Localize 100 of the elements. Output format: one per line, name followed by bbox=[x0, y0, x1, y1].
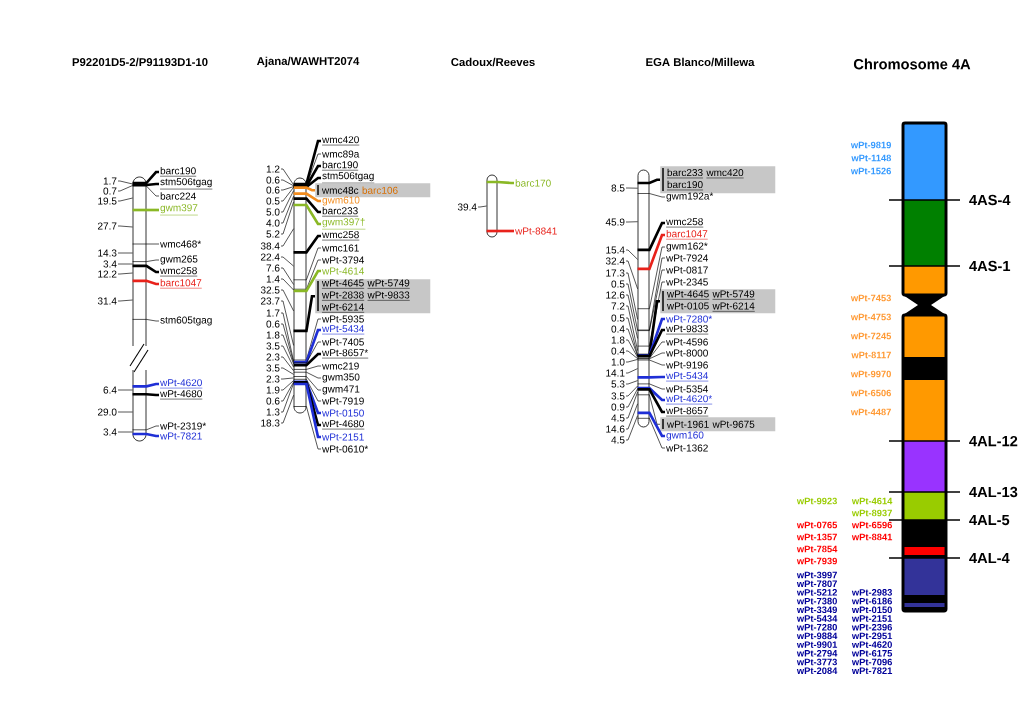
leader-line bbox=[637, 317, 665, 357]
marker-label: wPt-8117 bbox=[851, 351, 891, 359]
marker-label: wmc258 bbox=[321, 231, 360, 241]
leader-line bbox=[637, 221, 665, 252]
leader-line bbox=[625, 283, 638, 331]
marker-label: wPt-4680 bbox=[321, 420, 365, 430]
marker-label: wPt-3794 bbox=[322, 256, 364, 264]
leader-line bbox=[117, 431, 133, 433]
distance-label: 14.6 bbox=[606, 425, 625, 433]
leader-line bbox=[280, 367, 294, 375]
leader-line bbox=[280, 323, 294, 363]
marker-label: wPt-2396 bbox=[851, 623, 892, 631]
distance-label: 1.7 bbox=[266, 309, 280, 317]
leader-line bbox=[132, 208, 159, 212]
marker-label: wPt-2794 bbox=[796, 650, 838, 657]
marker-label: wPt-5935 bbox=[322, 315, 364, 323]
distance-label: 8.5 bbox=[611, 184, 625, 192]
distance-label: 0.7 bbox=[103, 187, 117, 195]
marker-label: wPt-1148 bbox=[851, 154, 892, 162]
marker-label: gwm610 bbox=[322, 196, 360, 206]
distance-label: 7.2 bbox=[611, 302, 625, 310]
distance-label: 32.4 bbox=[605, 257, 625, 265]
leader-line bbox=[280, 195, 294, 224]
leader-line bbox=[132, 382, 159, 388]
leader-line bbox=[637, 387, 665, 414]
region-label: 4AL-12 bbox=[969, 435, 1018, 447]
marker-label: wPt-0765 bbox=[796, 521, 838, 529]
leader-line bbox=[625, 403, 638, 430]
marker-label: wPt-8657* bbox=[321, 349, 369, 359]
marker-label: gwm162* bbox=[666, 242, 708, 252]
marker-label: gwm192a* bbox=[666, 192, 714, 202]
marker-label: barc190 bbox=[159, 167, 197, 177]
chromosome-bar bbox=[637, 169, 650, 428]
leader-line bbox=[132, 182, 159, 187]
distance-label: 17.3 bbox=[606, 269, 625, 277]
distance-label: 1.3 bbox=[266, 408, 280, 416]
leader-line bbox=[280, 267, 294, 285]
leader-line bbox=[293, 247, 322, 281]
distance-label: 1.7 bbox=[103, 177, 117, 185]
leader-line bbox=[637, 359, 666, 366]
marker-label: wPt-7854 bbox=[796, 545, 838, 553]
leader-line bbox=[132, 432, 159, 438]
distance-label: 0.4 bbox=[611, 347, 625, 355]
distance-label: 12.6 bbox=[606, 291, 625, 299]
marker-label: wPt-9819 bbox=[850, 141, 891, 149]
leader-line bbox=[117, 389, 133, 391]
leader-line bbox=[132, 259, 160, 262]
leader-line bbox=[280, 381, 294, 402]
marker-label: wPt-7807 bbox=[796, 580, 837, 587]
leader-line bbox=[293, 203, 321, 226]
marker-label: wPt-3997 bbox=[796, 571, 837, 579]
leader-line bbox=[293, 294, 315, 333]
marker-label: gwm397 bbox=[159, 204, 199, 216]
leader-line bbox=[280, 382, 294, 413]
leader-line bbox=[637, 246, 666, 310]
marker-label: wPt-9833 bbox=[665, 325, 709, 335]
distance-label: 3.5 bbox=[266, 342, 280, 350]
marker-label: gwm265 bbox=[160, 255, 198, 265]
distance-label: 0.6 bbox=[266, 397, 280, 405]
leader-line bbox=[637, 417, 666, 449]
leader-line bbox=[293, 376, 322, 391]
leader-line bbox=[132, 170, 159, 185]
distance-label: 22.4 bbox=[261, 253, 280, 261]
distance-label: 0.5 bbox=[266, 197, 280, 205]
marker-label: wmc258 bbox=[159, 267, 198, 277]
leader-line bbox=[293, 164, 321, 188]
marker-label: wPt-4614 bbox=[322, 267, 364, 275]
marker-label: barc190 bbox=[321, 161, 359, 171]
leader-line bbox=[625, 328, 638, 357]
marker-label: wPt-6186 bbox=[851, 597, 892, 605]
leader-line bbox=[117, 185, 133, 192]
leader-line bbox=[280, 300, 294, 346]
leader-line bbox=[625, 260, 638, 290]
distance-label: 3.4 bbox=[103, 260, 117, 268]
leader-line bbox=[293, 259, 322, 290]
distance-label: 14.3 bbox=[98, 249, 117, 257]
marker-label: wPt-7919 bbox=[322, 397, 364, 405]
marker-label: wPt-5434 bbox=[321, 325, 365, 335]
marker-label: wPt-8937 bbox=[851, 509, 892, 517]
leader-line bbox=[637, 386, 665, 402]
distance-label: 45.9 bbox=[605, 218, 625, 226]
marker-label: wPt-3349 bbox=[796, 606, 837, 614]
distance-label: 1.8 bbox=[611, 336, 625, 344]
marker-label: wPt-2951 bbox=[851, 632, 893, 640]
leader-line bbox=[280, 380, 294, 391]
marker-label: wPt-4753 bbox=[850, 313, 891, 321]
distance-label: 3.4 bbox=[103, 428, 117, 436]
distance-label: 4.5 bbox=[611, 436, 625, 444]
leader-line bbox=[117, 263, 133, 265]
marker-label: wPt-4620 bbox=[159, 379, 203, 389]
leader-line bbox=[625, 221, 638, 223]
distance-label: 7.6 bbox=[266, 264, 280, 272]
distance-label: 5.3 bbox=[611, 380, 625, 388]
marker-label: barc1047 bbox=[665, 230, 709, 240]
distance-label: 18.3 bbox=[261, 419, 280, 427]
region-label: 4AL-4 bbox=[969, 552, 1010, 564]
leader-line bbox=[637, 233, 665, 271]
leader-line bbox=[293, 192, 321, 203]
marker-label: wPt-7280* bbox=[666, 315, 713, 323]
distance-label: 1.2 bbox=[266, 165, 280, 173]
